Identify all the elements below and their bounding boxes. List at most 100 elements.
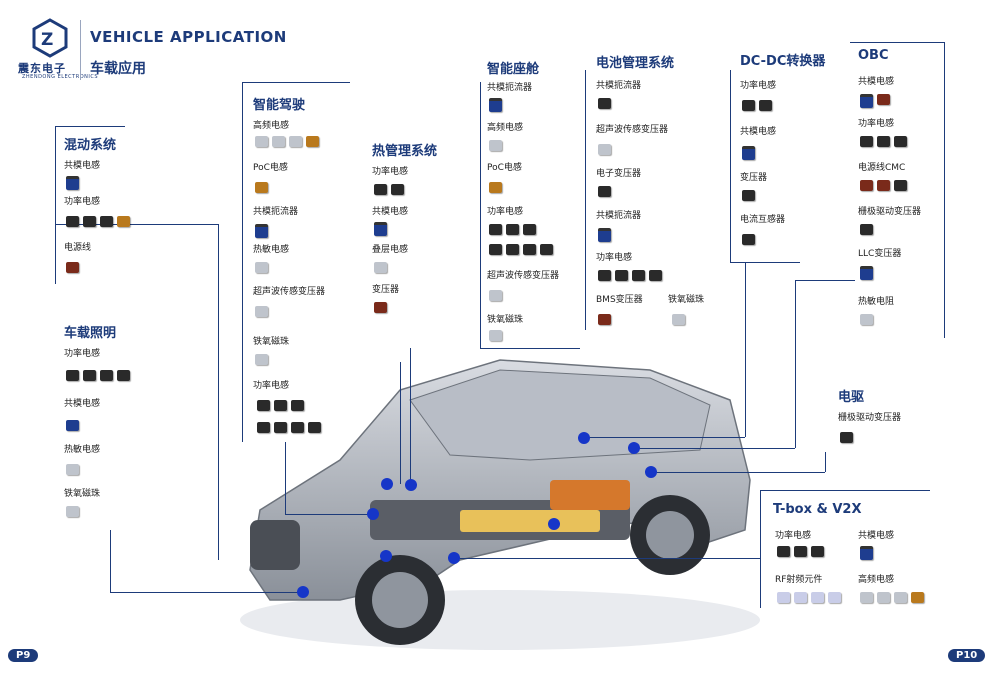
hybrid-connector bbox=[55, 224, 218, 225]
hotspot-drive[interactable] bbox=[645, 466, 657, 478]
component-icons bbox=[374, 262, 387, 273]
bms-item: BMS变压器 bbox=[596, 295, 643, 305]
cockpit-item: 高频电感 bbox=[487, 123, 524, 133]
hotspot-obc[interactable] bbox=[628, 442, 640, 454]
adas-item: 热敏电感 bbox=[253, 245, 290, 255]
thermal-item: 功率电感 bbox=[372, 167, 409, 177]
tbox-bracket bbox=[760, 490, 761, 608]
section-title-obc: OBC bbox=[858, 48, 889, 63]
component-icons bbox=[742, 100, 772, 111]
adas-item: 超声波传感变压器 bbox=[253, 287, 326, 297]
component-icons bbox=[860, 546, 873, 560]
obc-item: 热敏电阻 bbox=[858, 297, 895, 307]
lighting-connector bbox=[110, 530, 111, 592]
obc-item: 栅极驱动变压器 bbox=[858, 207, 922, 217]
page-title-cn: 车载应用 bbox=[90, 61, 146, 77]
component-icons bbox=[489, 98, 502, 112]
tbox-item: 共模电感 bbox=[858, 531, 895, 541]
tbox-item: 功率电感 bbox=[775, 531, 812, 541]
bms-item: 电子变压器 bbox=[596, 169, 642, 179]
component-icons bbox=[66, 370, 130, 381]
obc-bracket-top bbox=[850, 42, 945, 43]
component-icons bbox=[860, 266, 873, 280]
adas-connector bbox=[285, 442, 286, 514]
page-number-right: P10 bbox=[948, 649, 986, 662]
hotspot-lighting[interactable] bbox=[297, 586, 309, 598]
hotspot-cockpit[interactable] bbox=[405, 479, 417, 491]
bms-item: 共模扼流器 bbox=[596, 211, 642, 221]
component-icons bbox=[489, 140, 502, 151]
thermal-item: 叠层电感 bbox=[372, 245, 409, 255]
dcdc-bracket bbox=[730, 262, 800, 263]
cockpit-bracket bbox=[480, 348, 580, 349]
component-icons bbox=[598, 98, 611, 109]
lighting-item: 功率电感 bbox=[64, 349, 101, 359]
component-icons bbox=[66, 464, 79, 475]
page-title-en: VEHICLE APPLICATION bbox=[90, 28, 287, 46]
section-title-drive: 电驱 bbox=[838, 390, 865, 405]
thermal-connector bbox=[400, 362, 401, 484]
bms-bracket bbox=[585, 70, 586, 330]
obc-connector-h bbox=[795, 280, 855, 281]
page-number-left: P9 bbox=[8, 649, 39, 662]
component-icons bbox=[742, 234, 755, 245]
section-title-dcdc: DC-DC转换器 bbox=[740, 54, 826, 69]
obc-item: LLC变压器 bbox=[858, 249, 902, 259]
bms-item: 功率电感 bbox=[596, 253, 633, 263]
lighting-item: 共模电感 bbox=[64, 399, 101, 409]
component-icons bbox=[257, 400, 304, 411]
hotspot-tbox[interactable] bbox=[448, 552, 460, 564]
component-icons bbox=[840, 432, 853, 443]
component-icons bbox=[860, 314, 873, 325]
obc-item: 共模电感 bbox=[858, 77, 895, 87]
adas-connector-h bbox=[285, 514, 373, 515]
header-divider bbox=[80, 20, 81, 80]
section-title-adas: 智能驾驶 bbox=[253, 98, 306, 113]
hotspot-thermal[interactable] bbox=[381, 478, 393, 490]
hotspot-dcdc[interactable] bbox=[578, 432, 590, 444]
component-icons bbox=[860, 136, 907, 147]
brand-name-en: ZHENDONG ELECTRONICS bbox=[22, 74, 99, 80]
dcdc-connector-h bbox=[583, 437, 745, 438]
brand-logo-icon: Z bbox=[32, 18, 68, 58]
tbox-item: 高频电感 bbox=[858, 575, 895, 585]
tbox-connector bbox=[455, 558, 760, 559]
section-title-tbox: T-box & V2X bbox=[773, 502, 862, 517]
component-icons bbox=[860, 180, 907, 191]
hotspot-hybrid[interactable] bbox=[380, 550, 392, 562]
dcdc-item: 电流互感器 bbox=[740, 215, 786, 225]
tbox-item: RF射频元件 bbox=[775, 575, 823, 585]
component-icons bbox=[255, 262, 268, 273]
vehicle-illustration bbox=[240, 359, 760, 650]
component-icons bbox=[374, 302, 387, 313]
component-icons bbox=[489, 330, 502, 341]
lighting-item: 热敏电感 bbox=[64, 445, 101, 455]
adas-item: PoC电感 bbox=[253, 163, 288, 173]
adas-item: 功率电感 bbox=[253, 381, 290, 391]
bms-item: 超声波传感变压器 bbox=[596, 125, 669, 135]
hybrid-bracket bbox=[55, 126, 56, 284]
obc-item: 功率电感 bbox=[858, 119, 895, 129]
component-icons bbox=[489, 224, 536, 235]
dcdc-item: 变压器 bbox=[740, 173, 768, 183]
drive-item: 栅极驱动变压器 bbox=[838, 413, 902, 423]
component-icons bbox=[255, 354, 268, 365]
thermal-item: 共模电感 bbox=[372, 207, 409, 217]
brand-name: 震东电子 bbox=[18, 62, 66, 75]
lighting-connector-h bbox=[110, 592, 302, 593]
section-title-cockpit: 智能座舱 bbox=[487, 62, 540, 77]
component-icons bbox=[777, 592, 841, 603]
adas-item: 共模扼流器 bbox=[253, 207, 299, 217]
obc-item: 电源线CMC bbox=[858, 163, 906, 173]
component-icons bbox=[374, 184, 404, 195]
component-icons bbox=[672, 314, 685, 325]
component-icons bbox=[255, 224, 268, 238]
dcdc-item: 共模电感 bbox=[740, 127, 777, 137]
dcdc-bracket-v bbox=[730, 70, 731, 262]
obc-connector-h2 bbox=[635, 448, 795, 449]
hotspot-adas[interactable] bbox=[367, 508, 379, 520]
adas-item: 铁氧磁珠 bbox=[253, 337, 290, 347]
component-icons bbox=[66, 216, 130, 227]
component-icons bbox=[489, 244, 553, 255]
hotspot-bms[interactable] bbox=[548, 518, 560, 530]
